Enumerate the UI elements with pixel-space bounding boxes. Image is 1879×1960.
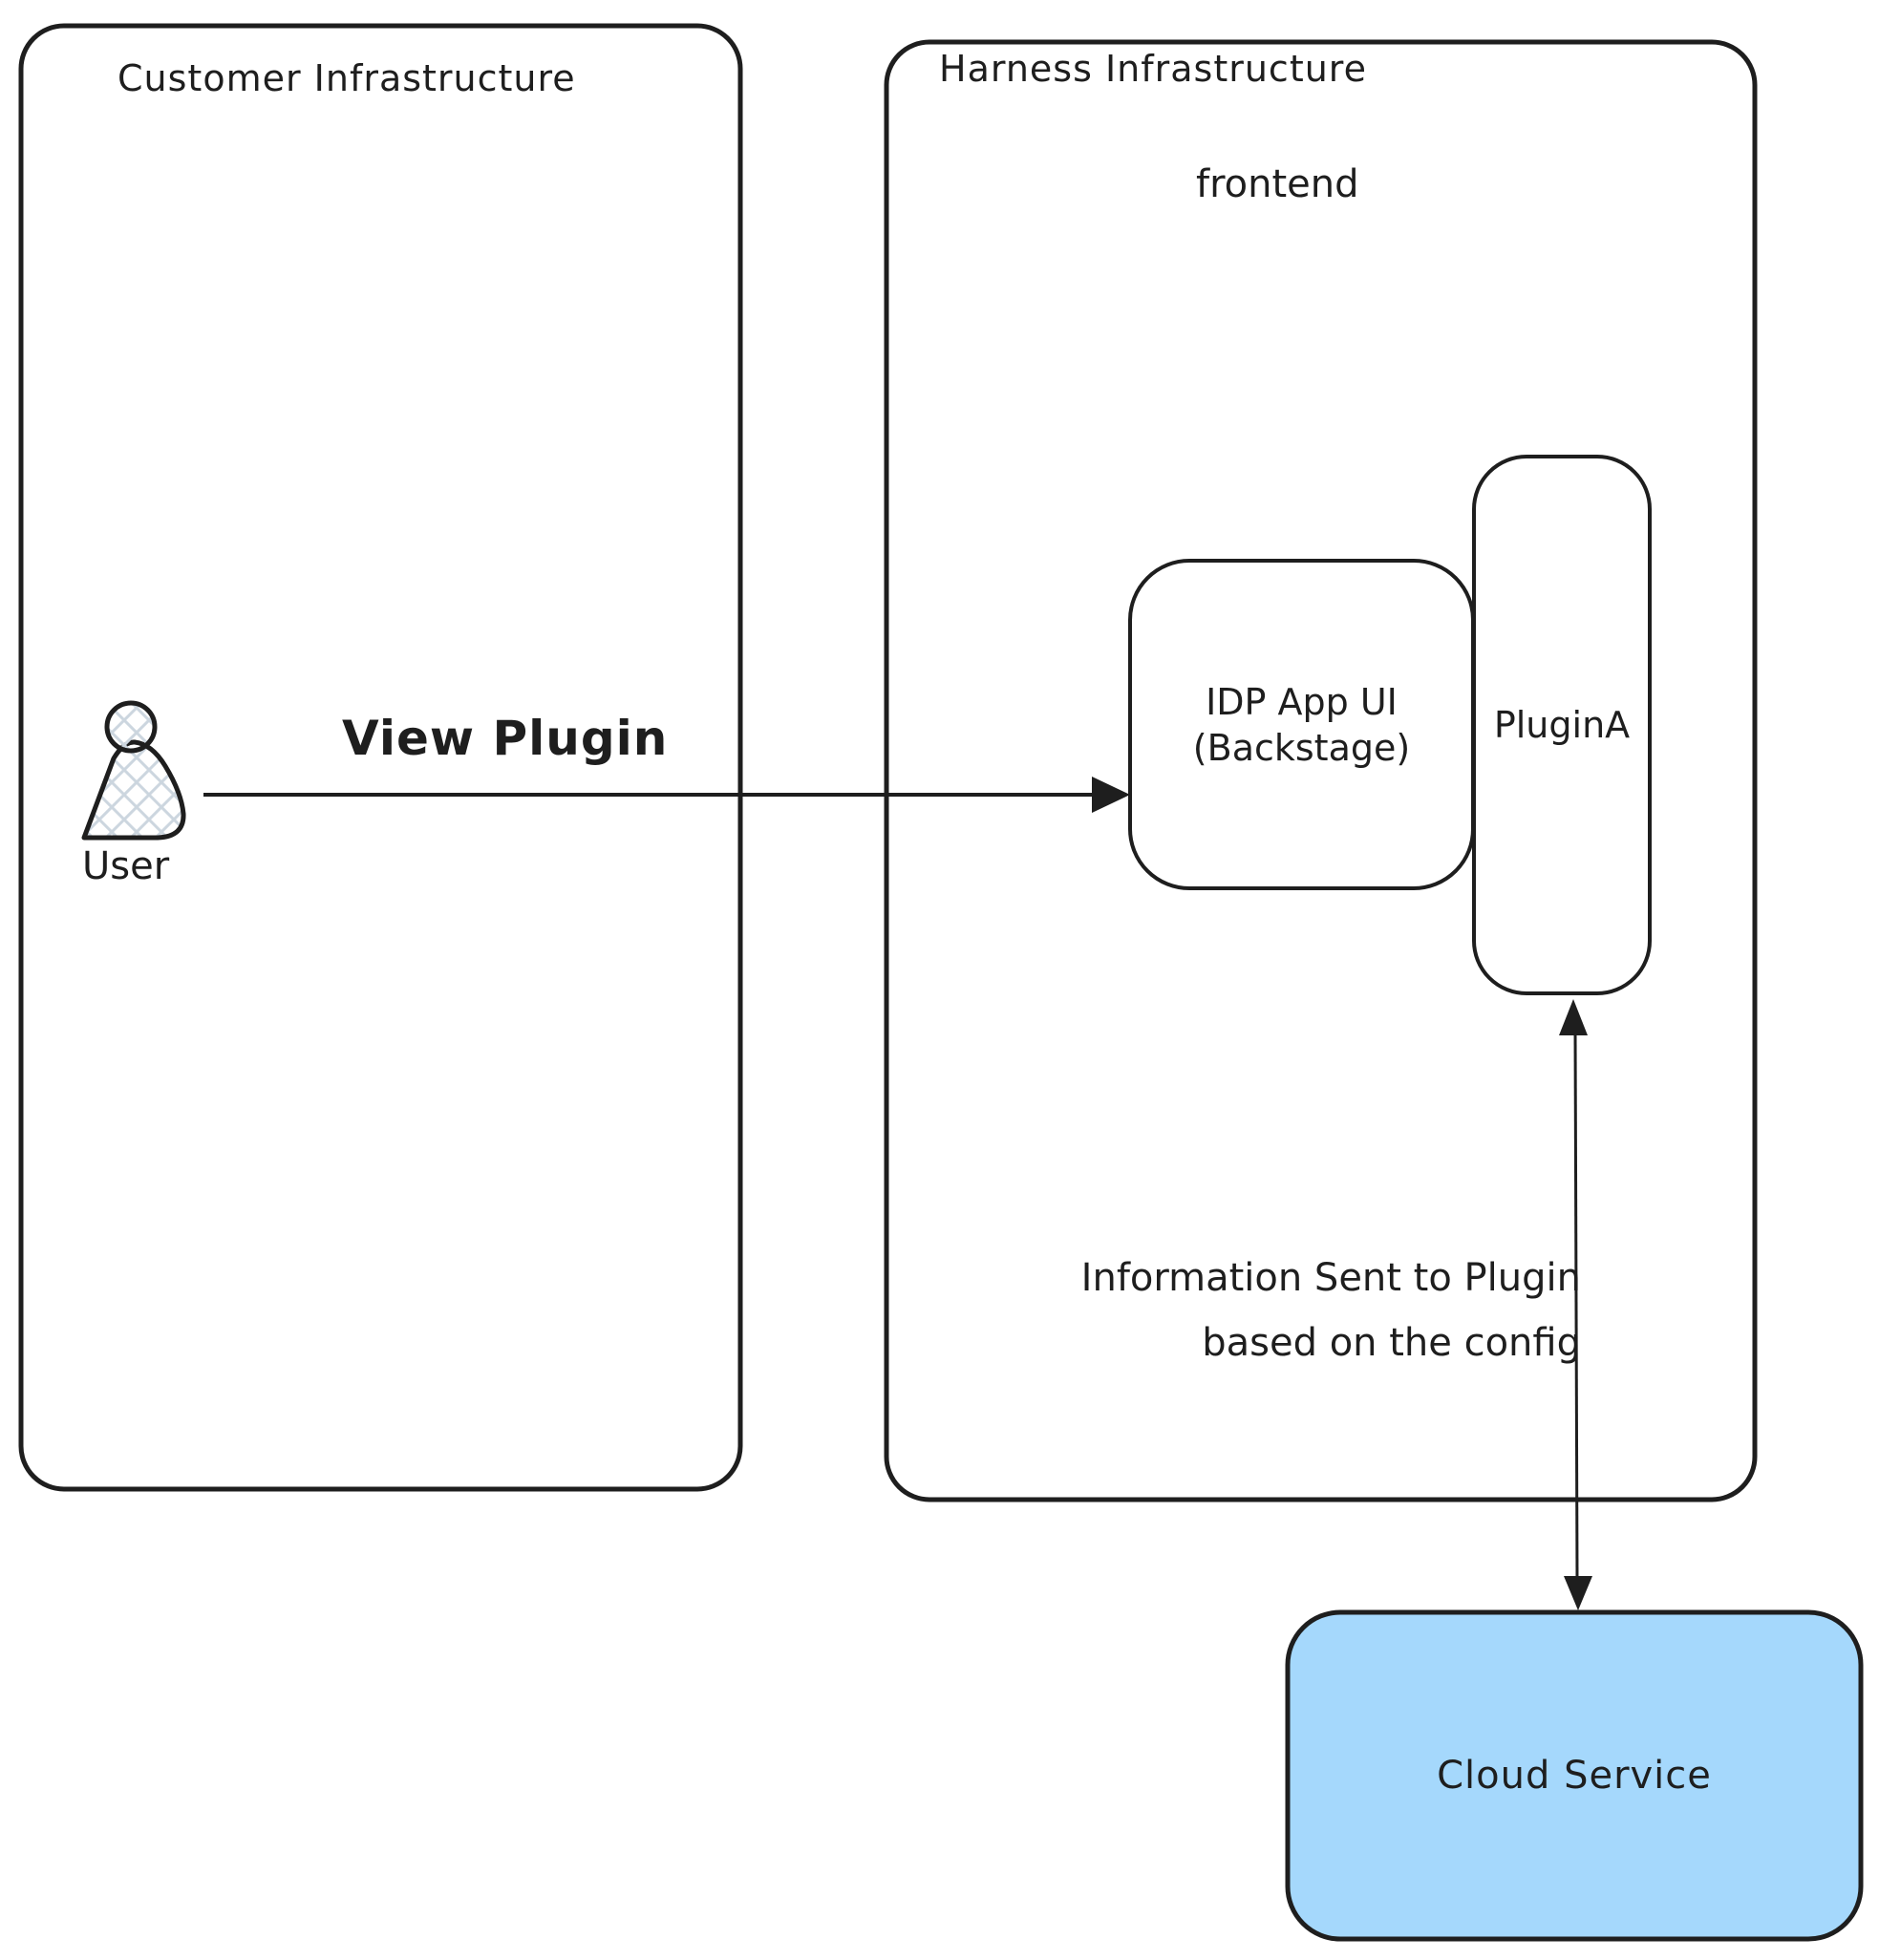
cloud-service-label: Cloud Service — [1437, 1754, 1712, 1798]
plugin-cloud-arrow — [1559, 999, 1592, 1610]
frontend-region-label: frontend — [1196, 162, 1359, 206]
plugin-a-label: PluginA — [1493, 704, 1631, 746]
view-plugin-arrow — [203, 777, 1130, 813]
plugin-cloud-arrow-label-line1: Information Sent to Plugin — [1080, 1256, 1581, 1300]
view-plugin-arrow-label: View Plugin — [342, 711, 669, 766]
customer-infrastructure-title: Customer Infrastructure — [117, 57, 576, 99]
harness-infrastructure-title: Harness Infrastructure — [939, 48, 1367, 90]
cloud-service-label-wrap: Cloud Service — [1288, 1612, 1861, 1939]
plugin-cloud-arrow-label: Information Sent to Plugin based on the … — [860, 1246, 1581, 1375]
customer-infrastructure-box — [18, 23, 743, 1492]
user-icon — [81, 700, 186, 841]
idp-app-ui-label-line2: (Backstage) — [1192, 726, 1411, 769]
plugin-cloud-arrow-label-line2: based on the config — [1202, 1321, 1581, 1365]
plugin-a-node — [1472, 455, 1652, 995]
plugin-a-label-wrap: PluginA — [1474, 457, 1650, 993]
idp-app-ui-label: IDP App UI (Backstage) — [1130, 561, 1473, 888]
idp-app-ui-label-line1: IDP App UI — [1206, 680, 1398, 723]
cloud-service-node — [1285, 1609, 1864, 1942]
user-label: User — [82, 844, 170, 888]
